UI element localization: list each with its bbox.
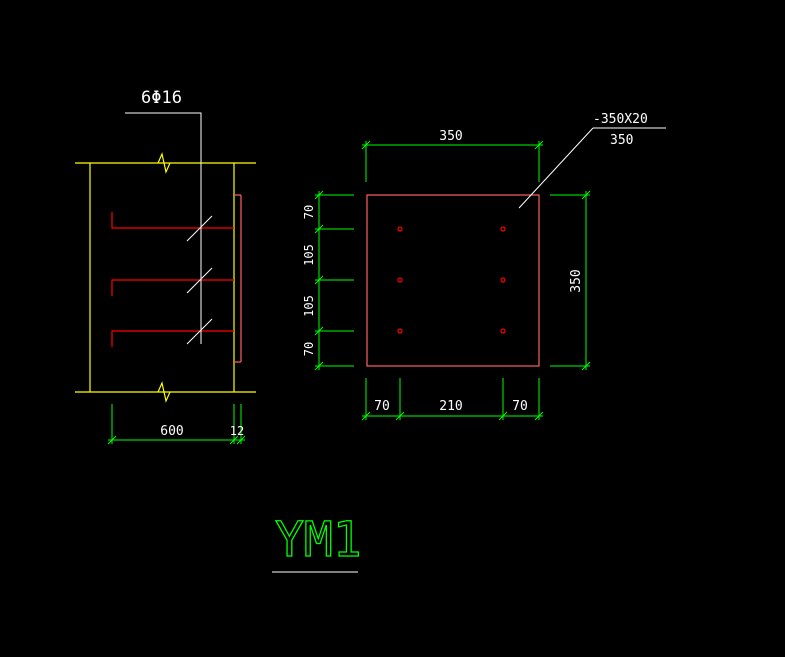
plan-view: 350 350 70 105 105 70 70 210 [302,112,666,421]
anchor-hole [397,226,403,232]
anchor-hole [397,328,403,334]
embedded-plate [366,194,540,367]
dim-top-width-label: 350 [439,129,462,144]
dim-plate-thickness-label: 12 [230,424,244,438]
dim-left-tick [314,361,324,371]
dim-left-tick [314,224,324,234]
dim-bottom-segment-2: 210 [439,399,462,414]
dim-bottom-tick [498,411,508,421]
rebar-tick-2 [186,267,213,294]
dim-right-tick-top [581,190,591,200]
anchor-hole [397,277,403,283]
drawing-title: YM1 [272,511,362,573]
dim-bottom-tick [534,411,544,421]
dim-width-label: 600 [160,424,183,439]
dim-left-tick [314,190,324,200]
dim-right-height-label: 350 [569,269,584,292]
rebar-tick-1 [186,215,213,242]
anchor-rebar-1 [111,212,234,229]
anchor-hole [500,328,506,334]
plate-size-label: 350 [610,133,633,148]
dim-tick-2 [229,435,239,445]
dim-left-tick [314,275,324,285]
dim-bottom-tick [361,411,371,421]
dim-left-tick [314,326,324,336]
anchor-rebar-2 [111,279,234,296]
dim-left-segment-4: 70 [302,342,316,356]
side-view: 6Φ16 600 12 [75,88,256,445]
dim-tick-3 [236,435,246,445]
anchor-hole [500,226,506,232]
dim-left-segment-1: 70 [302,205,316,219]
dim-tick-1 [107,435,117,445]
dim-top-tick-left [361,140,371,150]
rebar-tick-3 [186,318,213,345]
anchor-hole [500,277,506,283]
dim-left-segment-3: 105 [302,295,316,317]
dim-left-segment-2: 105 [302,244,316,266]
anchor-rebar-3 [111,330,234,347]
dim-bottom-segment-3: 70 [512,399,528,414]
dim-bottom-tick [395,411,405,421]
rebar-label: 6Φ16 [141,88,182,108]
dim-right-tick-bottom [581,361,591,371]
title-text: YM1 [275,512,362,568]
break-mark-top [157,152,171,174]
rebar-leader-line [125,112,202,344]
dim-bottom-segment-1: 70 [374,399,390,414]
plate-spec-leader [518,127,594,209]
break-mark-bottom [157,381,171,403]
dim-top-tick-right [534,140,544,150]
plate-spec-label: -350X20 [593,112,648,127]
